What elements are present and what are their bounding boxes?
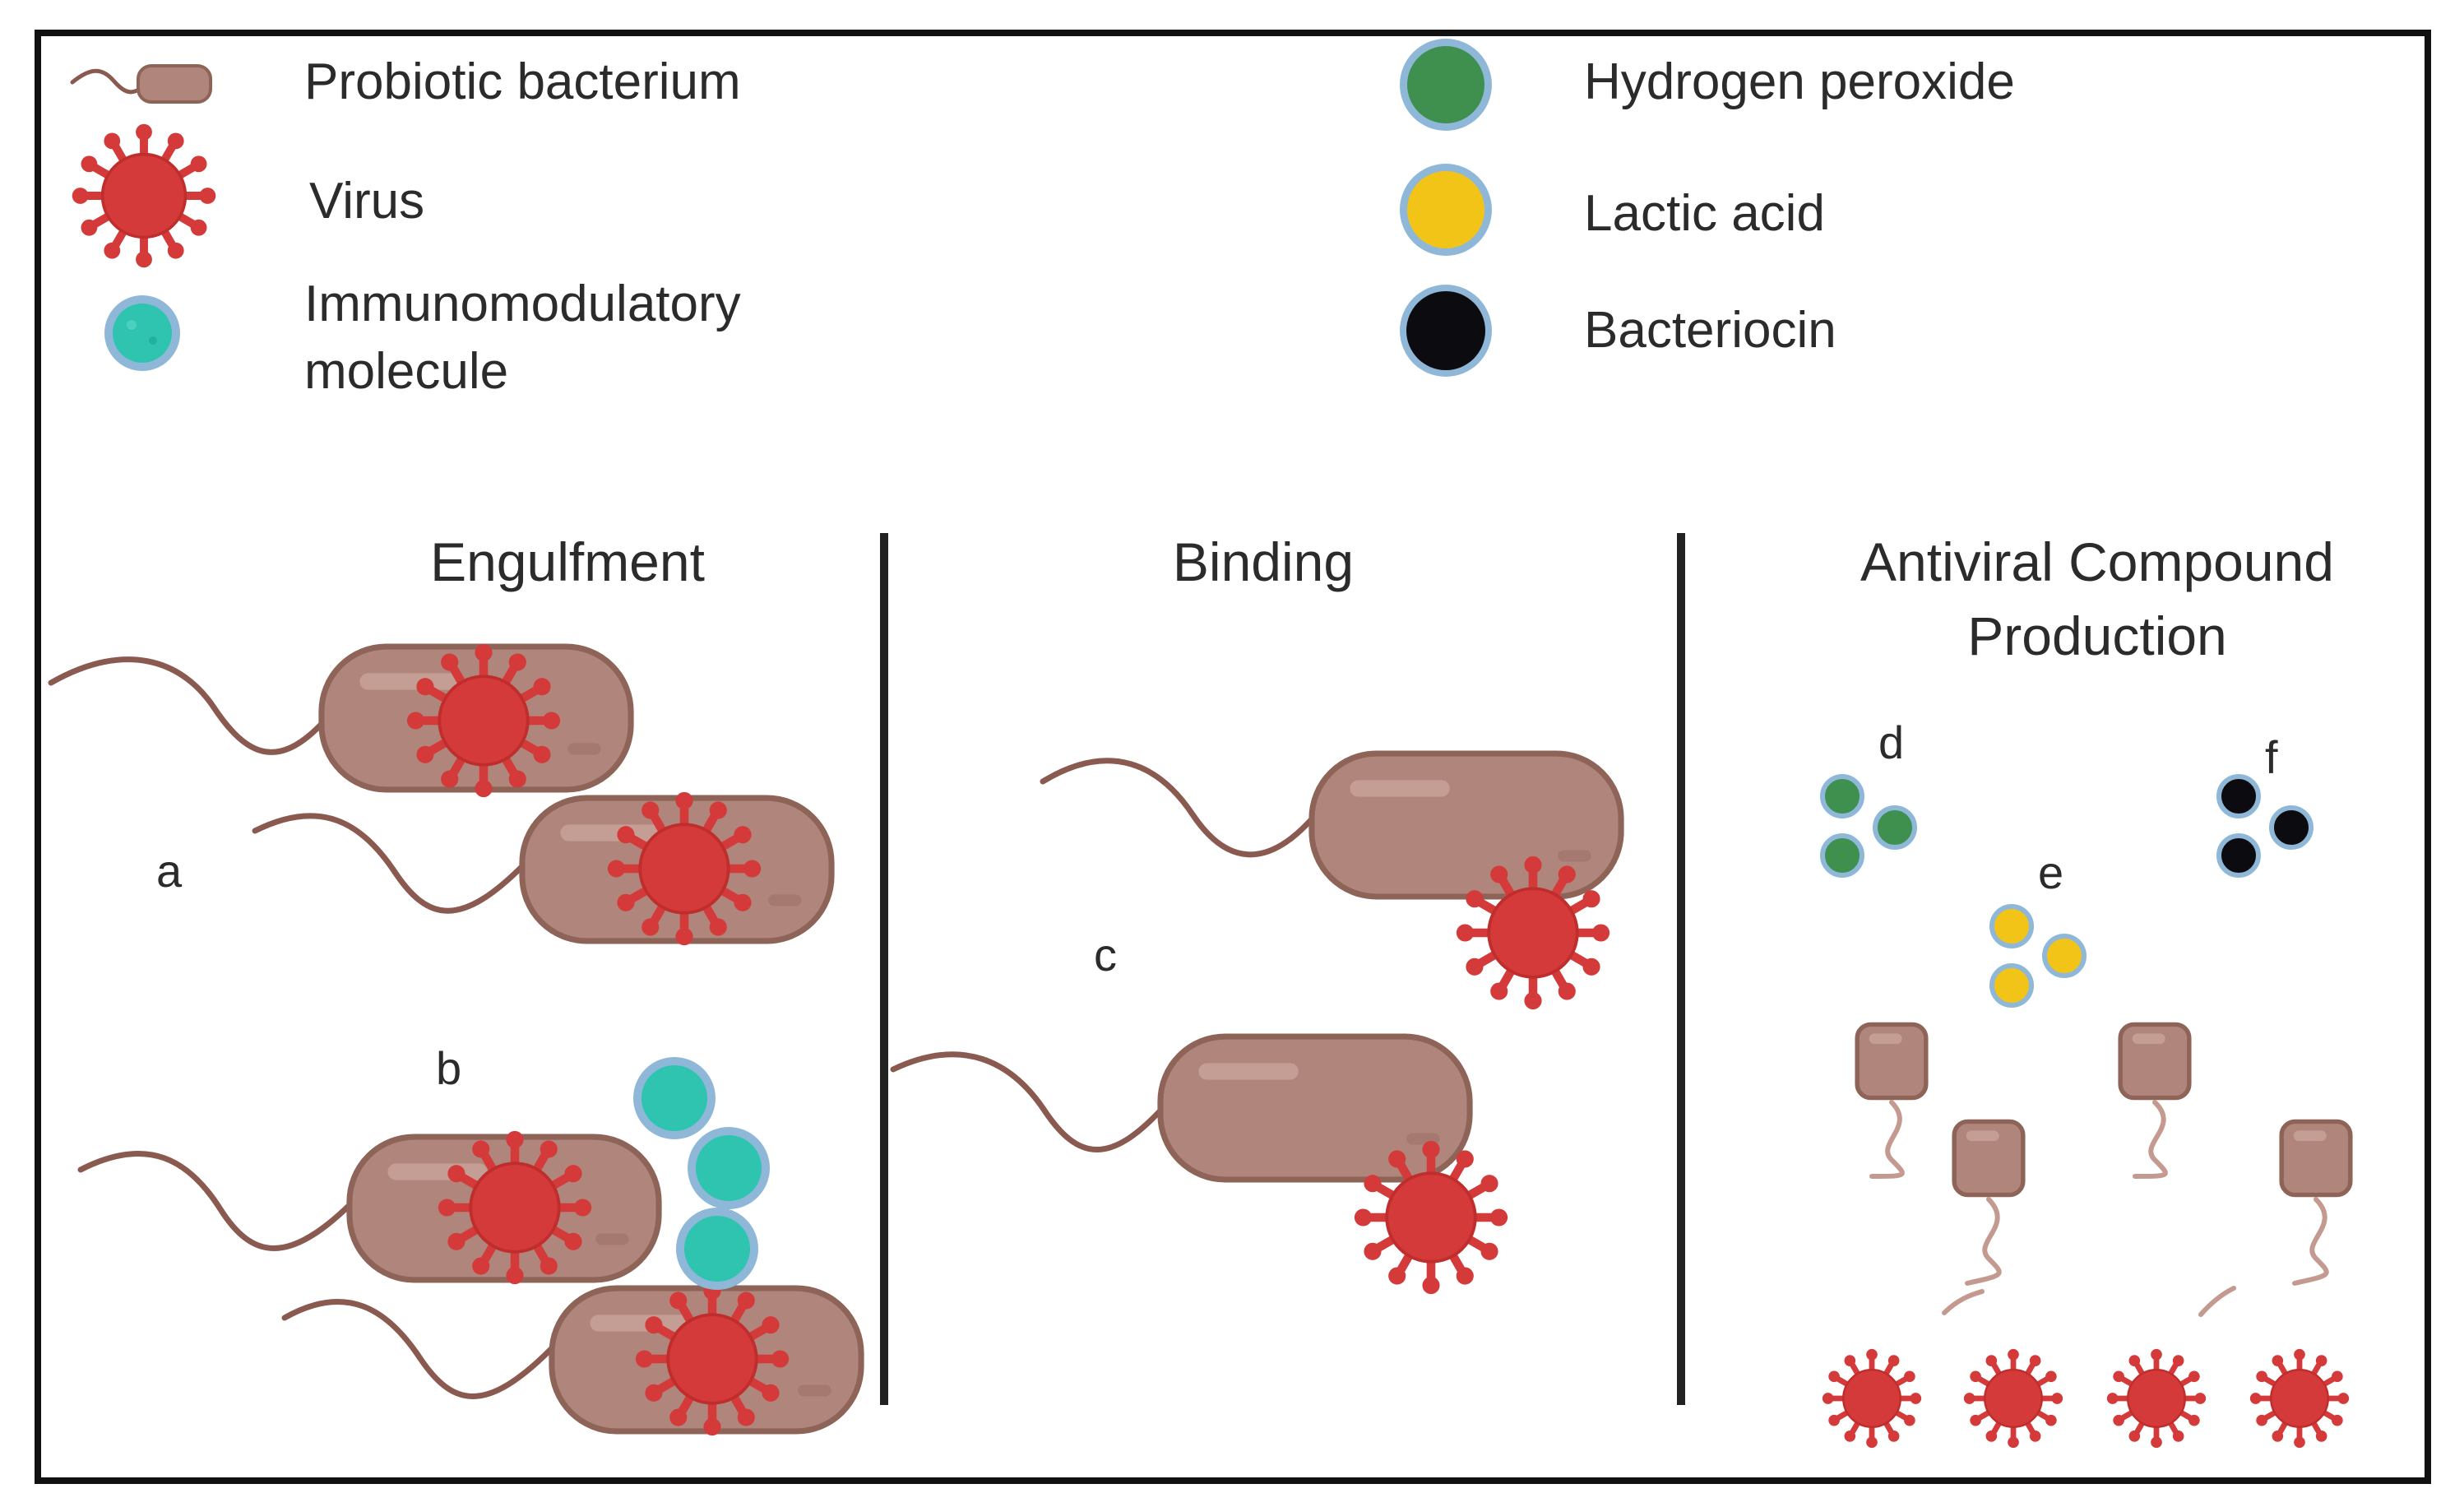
bacteriocin-icon [1400,285,1492,377]
hydrogen-peroxide-icon [1400,39,1492,131]
hydrogen-peroxide-particles [1820,774,1917,878]
engulfment-panel: a b [48,644,861,1435]
lactic-acid-particles [1989,904,2087,1008]
section-title-antiviral-line2: Production [1967,605,2227,666]
legend-hydrogen-peroxide: Hydrogen peroxide [1584,53,2015,110]
virus-icon [72,124,216,268]
binding-bacterium [890,1036,1508,1294]
legend-lactic-acid: Lactic acid [1584,185,1825,242]
diagram-frame [35,30,2431,1484]
panel-label-d: d [1878,716,1904,768]
binding-panel: c [890,754,1621,1294]
legend-immunomodulatory-line2: molecule [304,343,508,400]
lactic-acid-icon [1400,164,1492,256]
lactic-acid-icon [1989,904,2034,948]
producing-bacterium [1954,1121,2023,1286]
virus-icon [1964,1349,2063,1448]
virus-icon [1823,1349,1921,1448]
section-title-antiviral-line1: Antiviral Compound [1860,531,2334,592]
probiotic-bacterium-icon [70,64,212,104]
virus-icon [2250,1349,2349,1448]
engulfing-bacterium [252,792,831,945]
engulfing-bacterium [48,644,631,797]
virus-icon [2107,1349,2206,1448]
immunomodulatory-molecule-icon [104,295,180,371]
lactic-acid-icon [1989,963,2034,1008]
bacteriocin-icon [2216,774,2261,818]
panel-label-a: a [156,845,183,897]
flagellum-fragment [1942,1289,1985,1315]
bacteriocin-icon [2216,833,2261,878]
immunomodulatory-molecule-icon [676,1208,758,1290]
panel-label-e: e [2038,846,2063,898]
bacteriocin-particles [2216,774,2313,878]
legend-bacteriocin: Bacteriocin [1584,302,1836,359]
producing-bacterium [1857,1024,1926,1179]
hydrogen-peroxide-icon [1873,805,1917,850]
immunomodulatory-molecule-icon [633,1057,716,1139]
section-title-binding: Binding [1173,531,1354,592]
flagellum-fragment [2198,1286,2236,1317]
legend-immunomodulatory-line1: Immunomodulatory [304,276,741,332]
engulfing-bacterium [77,1131,659,1284]
immunomodulatory-molecule-icon [688,1127,770,1209]
antiviral-panel: d e f [1820,716,2351,1448]
lactic-acid-icon [2042,934,2087,978]
panel-label-f: f [2265,731,2278,783]
producing-bacterium [2120,1024,2189,1179]
legend-virus: Virus [309,173,424,230]
producing-bacterium [2281,1121,2351,1286]
hydrogen-peroxide-icon [1820,833,1864,878]
panel-label-c: c [1094,929,1117,981]
legend-probiotic-bacterium: Probiotic bacterium [304,53,741,110]
engulfing-bacterium [281,1282,861,1435]
legend: Probiotic bacterium Virus Immunomodulato… [72,39,2015,400]
panel-label-b: b [436,1042,461,1094]
binding-bacterium [1040,754,1621,1009]
hydrogen-peroxide-icon [1820,774,1864,818]
section-title-engulfment: Engulfment [430,531,705,592]
bacteriocin-icon [2269,805,2313,850]
